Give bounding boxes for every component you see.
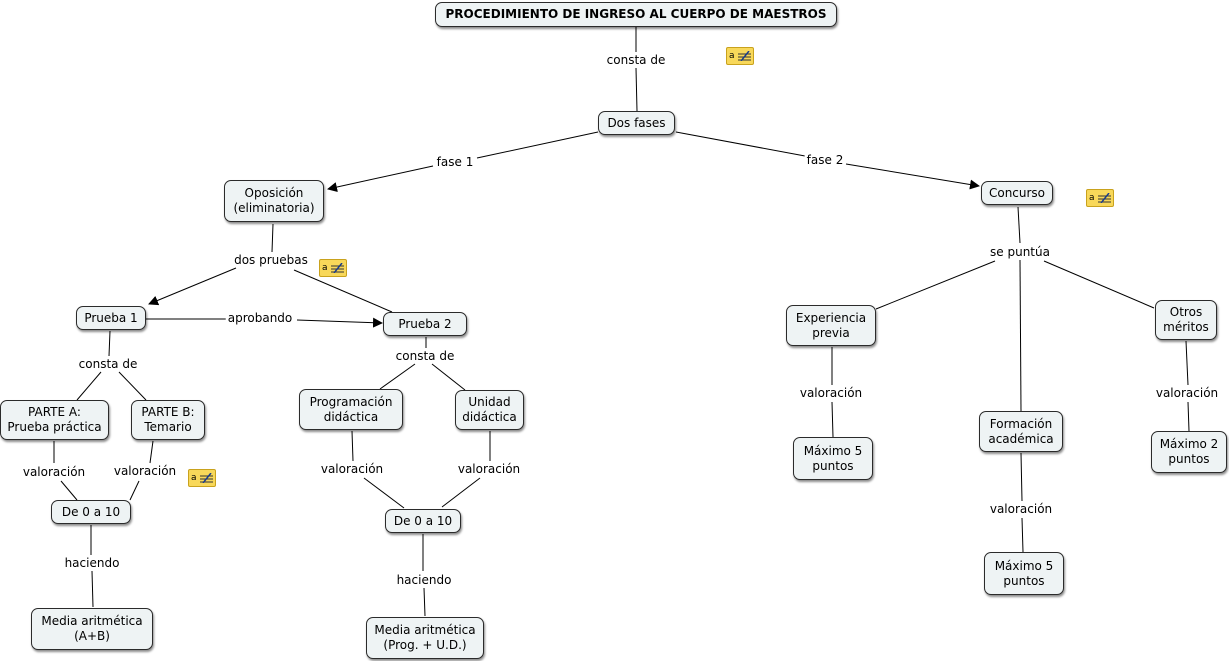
parte-a-node[interactable]: PARTE A: Prueba práctica — [0, 400, 109, 440]
otros-meritos-node[interactable]: Otros méritos — [1155, 300, 1217, 340]
label-se-puntua: se puntúa — [988, 245, 1052, 259]
dos-fases-node[interactable]: Dos fases — [598, 111, 675, 135]
de-0-a-10-node-2[interactable]: De 0 a 10 — [385, 509, 461, 533]
label-valoracion-programacion: valoración — [318, 462, 386, 476]
maximo-2-puntos-node[interactable]: Máximo 2 puntos — [1151, 431, 1227, 473]
annotation-note-icon[interactable]: a — [726, 47, 754, 65]
label-valoracion-parte-a: valoración — [20, 465, 88, 479]
label-dos-pruebas: dos pruebas — [232, 253, 310, 267]
media-aritmetica-node-2[interactable]: Media aritmética (Prog. + U.D.) — [366, 617, 484, 659]
label-consta-de-prueba2: consta de — [393, 349, 457, 363]
oposicion-node[interactable]: Oposición (eliminatoria) — [224, 180, 324, 222]
parte-b-node[interactable]: PARTE B: Temario — [131, 400, 205, 440]
annotation-note-icon[interactable]: a — [319, 259, 347, 277]
label-valoracion-experiencia: valoración — [797, 386, 865, 400]
formacion-academica-node[interactable]: Formación académica — [979, 411, 1063, 452]
annotation-note-icon[interactable]: a — [188, 469, 216, 487]
prueba-2-node[interactable]: Prueba 2 — [383, 312, 467, 336]
media-aritmetica-node-1[interactable]: Media aritmética (A+B) — [31, 608, 153, 650]
label-fase-1: fase 1 — [434, 155, 476, 169]
label-valoracion-unidad: valoración — [455, 462, 523, 476]
maximo-5-puntos-node-2[interactable]: Máximo 5 puntos — [984, 552, 1064, 595]
unidad-didactica-node[interactable]: Unidad didáctica — [455, 390, 524, 430]
label-aprobando: aprobando — [225, 311, 295, 325]
programacion-didactica-node[interactable]: Programación didáctica — [299, 389, 403, 430]
experiencia-previa-node[interactable]: Experiencia previa — [786, 305, 876, 346]
maximo-5-puntos-node-1[interactable]: Máximo 5 puntos — [793, 437, 873, 480]
label-consta-de: consta de — [604, 53, 668, 67]
label-valoracion-formacion: valoración — [987, 502, 1055, 516]
title-node[interactable]: PROCEDIMIENTO DE INGRESO AL CUERPO DE MA… — [435, 2, 837, 27]
label-fase-2: fase 2 — [804, 153, 846, 167]
label-valoracion-parte-b: valoración — [111, 464, 179, 478]
de-0-a-10-node-1[interactable]: De 0 a 10 — [51, 500, 131, 524]
label-haciendo-1: haciendo — [62, 556, 122, 570]
annotation-note-icon[interactable]: a — [1086, 189, 1114, 207]
prueba-1-node[interactable]: Prueba 1 — [76, 306, 146, 330]
label-consta-de-prueba1: consta de — [76, 357, 140, 371]
concurso-node[interactable]: Concurso — [981, 181, 1053, 205]
label-haciendo-2: haciendo — [394, 573, 454, 587]
label-valoracion-otros: valoración — [1153, 386, 1221, 400]
